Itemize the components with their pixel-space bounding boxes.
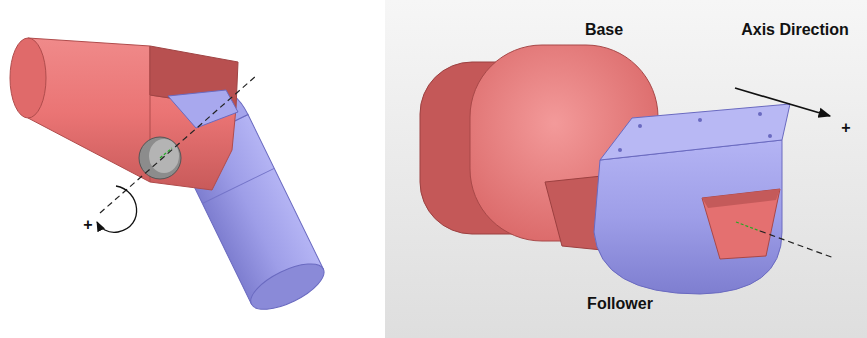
label-box: Base [585, 21, 623, 39]
sign-label: + [841, 119, 850, 137]
label-box: Axis Direction [741, 21, 849, 39]
sign-label: + [83, 216, 92, 234]
part-label: Follower [587, 295, 653, 313]
label-box: Follower [587, 295, 653, 313]
universal-joint [10, 38, 330, 319]
label-box: + [841, 119, 850, 137]
part-label: Axis Direction [741, 21, 849, 39]
label-box: + [83, 216, 92, 234]
panel-ground [385, 0, 867, 338]
part-label: Base [585, 21, 623, 39]
prismatic-joint [420, 45, 834, 294]
